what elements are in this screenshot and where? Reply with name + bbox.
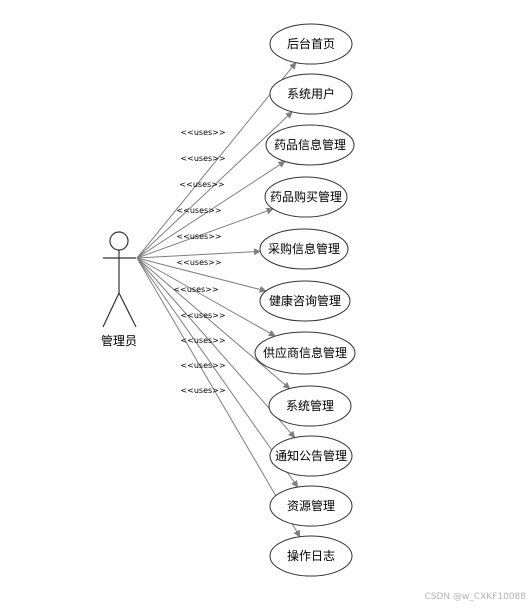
actor-figure bbox=[102, 231, 137, 328]
use-case: 药品购买管理 bbox=[264, 176, 348, 218]
actor-head bbox=[109, 231, 129, 251]
use-case-group: 后台首页系统用户药品信息管理药品购买管理采购信息管理健康咨询管理供应商信息管理系… bbox=[254, 23, 356, 577]
uses-connectors bbox=[136, 62, 301, 538]
watermark: CSDN @w_CXKF10088 bbox=[424, 592, 526, 602]
use-case: 采购信息管理 bbox=[259, 228, 349, 270]
uses-connector bbox=[136, 257, 301, 538]
use-case: 药品信息管理 bbox=[265, 124, 355, 166]
use-case-label: 通知公告管理 bbox=[275, 448, 347, 463]
use-case-ellipse bbox=[265, 124, 355, 166]
use-case-label: 供应商信息管理 bbox=[263, 345, 347, 360]
uses-labels: <<uses>> <<uses>> <<uses>> <<uses>> <<uses>>… bbox=[173, 128, 225, 395]
use-case-ellipse bbox=[259, 228, 349, 270]
use-case-ellipse bbox=[269, 485, 353, 527]
use-case: 操作日志 bbox=[269, 535, 353, 577]
uses-label: <<uses>> bbox=[179, 180, 224, 189]
uses-label: <<uses>> bbox=[176, 232, 221, 241]
actor-left-leg bbox=[102, 292, 120, 328]
use-case-ellipse bbox=[269, 535, 353, 577]
uses-connector bbox=[136, 248, 261, 259]
use-case-label: 健康咨询管理 bbox=[269, 293, 341, 308]
use-case-label: 后台首页 bbox=[287, 36, 335, 51]
uses-connector bbox=[136, 111, 293, 259]
use-case-ellipse bbox=[269, 73, 353, 115]
actor-right-leg bbox=[118, 292, 137, 328]
use-case: 通知公告管理 bbox=[269, 435, 353, 477]
uses-label: <<uses>> bbox=[180, 128, 225, 137]
use-case: 系统管理 bbox=[268, 385, 352, 427]
use-case-ellipse bbox=[269, 435, 353, 477]
use-case-label: 资源管理 bbox=[287, 498, 335, 513]
actor-label: 管理员 bbox=[101, 333, 137, 348]
use-case: 后台首页 bbox=[269, 23, 353, 65]
uses-label: <<uses>> bbox=[180, 311, 225, 320]
use-case: 供应商信息管理 bbox=[254, 331, 356, 375]
uses-label: <<uses>> bbox=[180, 361, 225, 370]
uses-label: <<uses>> bbox=[173, 285, 218, 294]
use-case: 资源管理 bbox=[269, 485, 353, 527]
uses-connector bbox=[136, 257, 276, 337]
use-case: 健康咨询管理 bbox=[259, 280, 351, 322]
uses-connector bbox=[136, 207, 274, 259]
uses-label: <<uses>> bbox=[180, 336, 225, 345]
use-case-label: 系统管理 bbox=[286, 398, 334, 413]
use-case-ellipse bbox=[264, 176, 348, 218]
uses-connector bbox=[136, 257, 296, 439]
uses-connector bbox=[136, 160, 286, 259]
use-case: 系统用户 bbox=[269, 73, 353, 115]
use-case-label: 操作日志 bbox=[287, 548, 335, 563]
uses-connector bbox=[136, 257, 267, 293]
uses-connector bbox=[136, 257, 299, 488]
use-case-ellipse bbox=[254, 331, 356, 375]
use-case-ellipse bbox=[268, 385, 352, 427]
uses-label: <<uses>> bbox=[180, 386, 225, 395]
use-case-label: 药品购买管理 bbox=[270, 189, 342, 204]
uses-label: <<uses>> bbox=[180, 154, 225, 163]
use-case-ellipse bbox=[269, 23, 353, 65]
uses-label: <<uses>> bbox=[176, 206, 221, 215]
use-case-label: 采购信息管理 bbox=[268, 241, 340, 256]
uses-label: <<uses>> bbox=[176, 258, 221, 267]
uses-connector bbox=[136, 257, 291, 390]
uses-connector bbox=[136, 62, 297, 259]
use-case-ellipse bbox=[259, 280, 351, 322]
use-case-label: 系统用户 bbox=[287, 86, 335, 101]
use-case-label: 药品信息管理 bbox=[274, 137, 346, 152]
